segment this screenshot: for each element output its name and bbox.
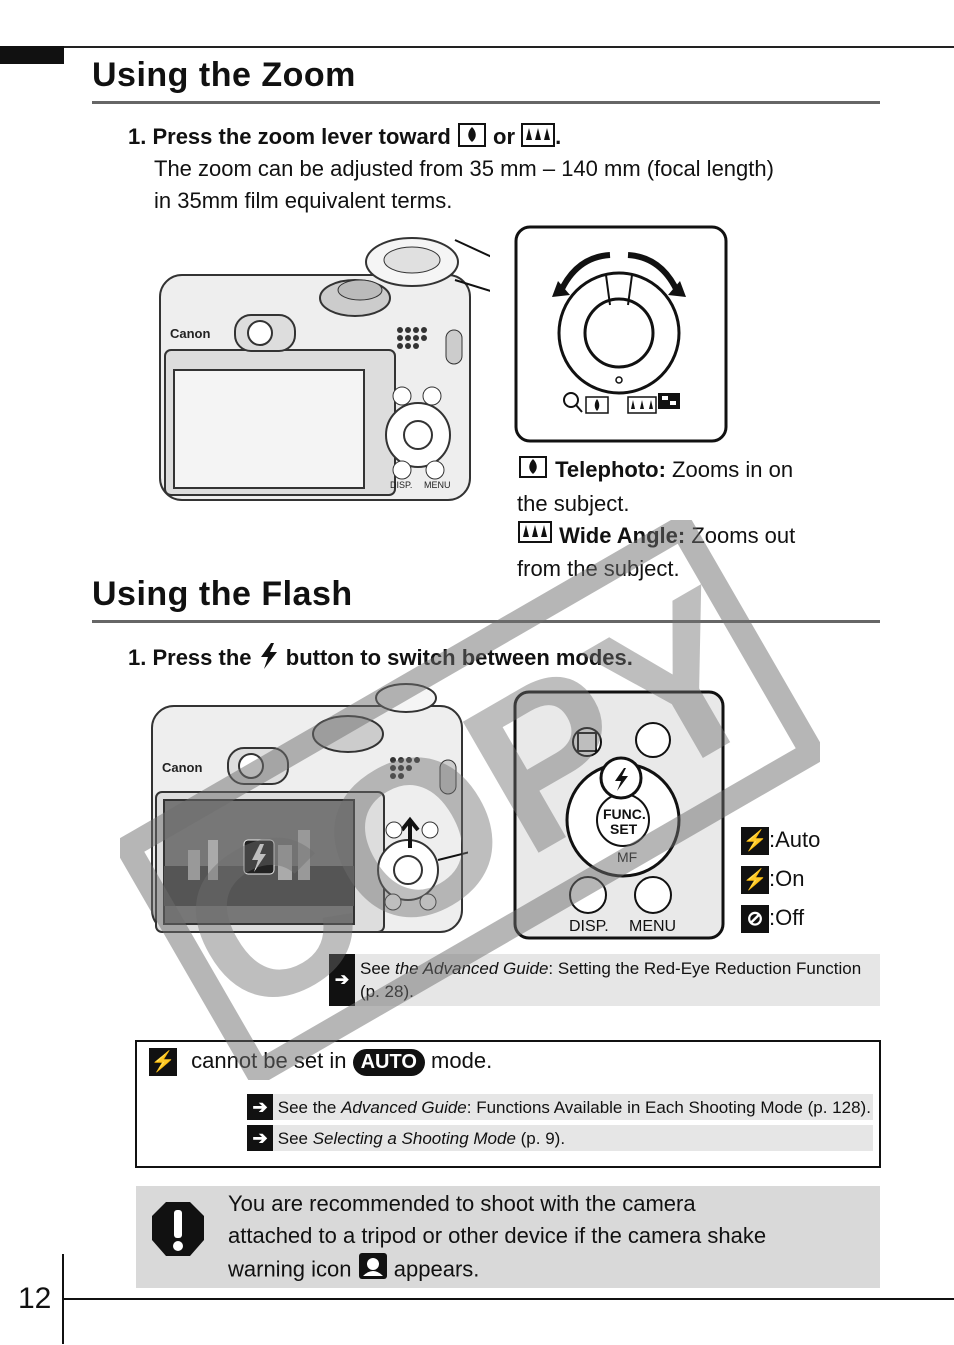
flash-off-icon: ⊘ [741, 905, 769, 934]
caution-box: You are recommended to shoot with the ca… [136, 1186, 880, 1288]
mf-label: MF [617, 849, 637, 865]
telephoto-text1: Zooms in on [665, 457, 794, 482]
flash-step: 1. Press the button to switch between mo… [128, 642, 633, 676]
wide-angle-icon [521, 122, 556, 154]
top-rule [0, 46, 954, 48]
red-eye-ref-page: (p. 28). [360, 982, 414, 1001]
auto-mode-box: ⚡ cannot be set in AUTO mode. ➔ See the … [135, 1040, 881, 1168]
ref2-italic: Selecting a Shooting Mode [312, 1129, 516, 1148]
flash-title: Using the Flash [92, 575, 353, 613]
shooting-mode-reference-2: ➔ See Selecting a Shooting Mode (p. 9). [247, 1125, 873, 1151]
shooting-mode-reference-1: ➔ See the Advanced Guide: Functions Avai… [247, 1094, 873, 1120]
flash-step-post: button to switch between modes. [285, 644, 633, 670]
zoom-desc: The zoom can be adjusted from 35 mm – 14… [154, 153, 774, 217]
caution-text: You are recommended to shoot with the ca… [228, 1188, 766, 1289]
flash-mode-auto-label: :Auto [769, 827, 821, 852]
ref1-italic: Advanced Guide [341, 1098, 467, 1117]
camera-shake-icon [358, 1252, 388, 1289]
ref1-post: : Functions Available in Each Shooting M… [466, 1098, 871, 1117]
reference-arrow-icon-1: ➔ [247, 1094, 273, 1120]
caution-line2: attached to a tripod or other device if … [228, 1223, 767, 1248]
auto-mode-text-post: mode. [431, 1048, 493, 1073]
zoom-step-text: 1. Press the zoom lever toward [128, 123, 451, 149]
flash-icon [258, 642, 280, 676]
camera-back-illustration-zoom: Canon DISP. MENU [159, 237, 490, 501]
camera-brand-label: Canon [162, 760, 203, 775]
menu-label: MENU [629, 918, 676, 935]
flash-button-closeup: FUNC. SET MF DISP. MENU [513, 690, 725, 940]
red-eye-reference-text: See the Advanced Guide: Setting the Red-… [360, 957, 880, 1003]
caution-line3: warning icon appears. [228, 1252, 766, 1289]
zoom-step: 1. Press the zoom lever toward or . [128, 122, 561, 154]
set-label: SET [610, 821, 638, 837]
caution-icon [150, 1200, 206, 1263]
red-eye-ref-pre: See [360, 959, 395, 978]
ref2-pre: See [277, 1129, 313, 1148]
zoom-desc-line1: The zoom can be adjusted from 35 mm – 14… [154, 156, 774, 181]
auto-mode-text-pre: cannot be set in [191, 1048, 347, 1073]
func-label: FUNC. [603, 806, 646, 822]
wide-angle-legend: Wide Angle: Zooms out [517, 520, 795, 554]
zoom-desc-line2: in 35mm film equivalent terms. [154, 188, 453, 213]
zoom-title: Using the Zoom [92, 56, 356, 94]
auto-mode-text: ⚡ cannot be set in AUTO mode. [149, 1048, 493, 1077]
top-tab [0, 46, 64, 64]
zoom-legend: Telephoto: Zooms in on the subject. Wide… [517, 454, 795, 585]
wide-angle-label: Wide Angle: [559, 522, 686, 548]
zoom-title-rule [92, 101, 880, 104]
reference-arrow-icon-2: ➔ [247, 1125, 273, 1151]
flash-modes-legend: ⚡:Auto ⚡:On ⊘:Off [741, 820, 820, 937]
camera-disp-label: DISP. [390, 480, 412, 490]
camera-back-illustration-flash: Canon [151, 683, 468, 933]
flash-on-icon: ⚡ [741, 866, 769, 895]
flash-mode-on: ⚡:On [741, 859, 820, 898]
wide-angle-text1: Zooms out [685, 522, 796, 548]
red-eye-ref-post: : Setting the Red-Eye Reduction Function [548, 959, 862, 978]
flash-auto-icon: ⚡ [741, 827, 769, 856]
flash-title-rule [92, 620, 880, 623]
auto-mode-badge: AUTO [352, 1048, 425, 1076]
zoom-step-end: . [555, 123, 562, 149]
page-number: 12 [18, 1282, 52, 1315]
caution-line3-pre: warning icon [228, 1256, 352, 1282]
zoom-step-or: or [493, 123, 516, 149]
wide-angle-icon-small [517, 520, 553, 553]
ref1-pre: See the [277, 1098, 342, 1117]
flash-mode-off-label: :Off [769, 905, 805, 930]
reference-arrow-icon: ➔ [329, 954, 355, 1006]
ref2-post: (p. 9). [515, 1129, 566, 1148]
flash-step-pre: 1. Press the [128, 644, 252, 670]
telephoto-icon [457, 122, 487, 154]
telephoto-text2: the subject. [517, 490, 630, 516]
telephoto-icon-small [517, 455, 549, 488]
flash-icon-box: ⚡ [149, 1048, 177, 1077]
zoom-lever-closeup [514, 225, 728, 443]
wide-angle-text2: from the subject. [517, 556, 680, 582]
caution-line1: You are recommended to shoot with the ca… [228, 1191, 696, 1216]
flash-mode-auto: ⚡:Auto [741, 820, 820, 859]
red-eye-ref-italic: the Advanced Guide [394, 959, 549, 978]
caution-line3-post: appears. [393, 1256, 480, 1282]
svg-text:Canon: Canon [170, 326, 211, 341]
telephoto-label: Telephoto: [555, 457, 666, 482]
flash-mode-off: ⊘:Off [741, 898, 820, 937]
disp-label: DISP. [569, 918, 609, 935]
camera-menu-label: MENU [424, 480, 451, 490]
red-eye-reference: ➔ See the Advanced Guide: Setting the Re… [329, 954, 880, 1006]
telephoto-legend: Telephoto: Zooms in on [517, 454, 795, 488]
footer-rule [62, 1298, 954, 1300]
flash-mode-on-label: :On [769, 866, 805, 891]
